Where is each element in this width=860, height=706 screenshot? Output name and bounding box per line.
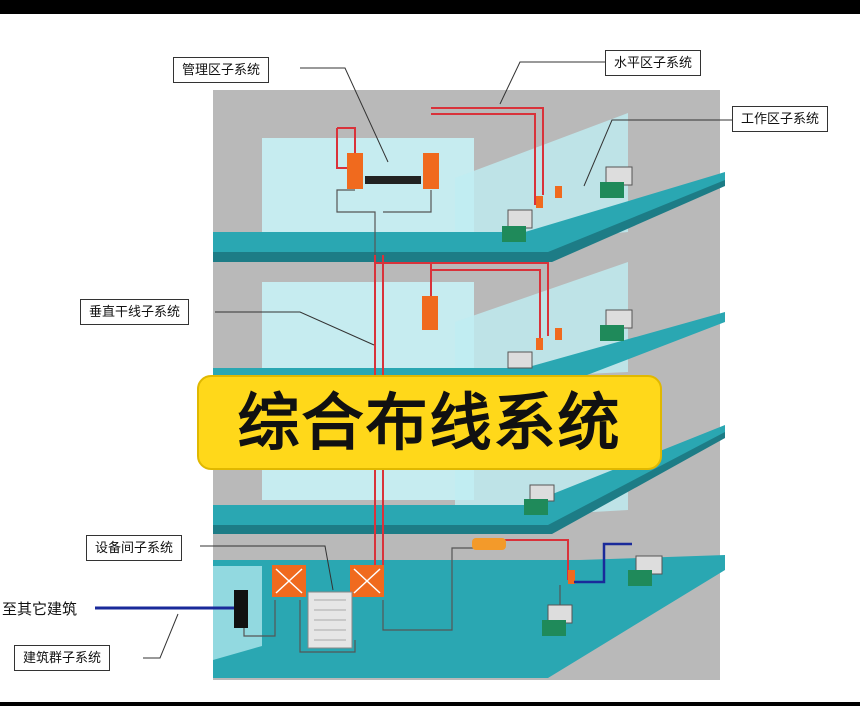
window-3 [262,282,474,368]
label-to-other-buildings: 至其它建筑 [2,600,78,618]
computer-icon [600,166,633,198]
computer-icon [600,309,633,341]
computer-icon [542,604,573,636]
callout-campus-subsystem: 建筑群子系统 [14,645,111,671]
callout-backbone-subsystem: 垂直干线子系统 [80,299,190,325]
floor-slab-3 [213,312,725,390]
floor-edge-top [213,180,725,262]
computer-icon [507,351,533,369]
switch-icon [365,176,421,184]
floor-edge-2 [213,432,725,534]
callout-management-subsystem: 管理区子系统 [173,57,270,83]
banner-title: 综合布线系统 [197,375,662,470]
wall-socket-icon [568,570,575,584]
work-area-cable [574,542,632,584]
wall-socket-icon [472,538,506,550]
wall-socket-icon [536,338,543,350]
floor-3 [213,262,725,390]
patch-panel-icon [347,153,363,189]
patch-panel-icon [423,153,439,189]
patch-panel-icon [422,296,438,330]
callout-leaders [143,61,732,659]
window-top [262,138,474,242]
floor-top [213,113,725,262]
wall-socket-icon [536,196,543,208]
callout-equipment-room-subsystem: 设备间子系统 [86,535,183,561]
server-rack-icon [307,591,353,649]
computer-icon [628,555,663,586]
window-2 [262,470,474,500]
patch-panel-icon [350,565,384,597]
callout-horizontal-subsystem: 水平区子系统 [605,50,702,76]
floor-2 [213,425,725,534]
wall-socket-icon [555,328,562,340]
computer-icon [502,209,533,242]
distribution-frame-icon [234,590,248,628]
computer-icon [524,484,555,515]
callout-work-area-subsystem: 工作区子系统 [732,106,829,132]
wall-socket-icon [555,186,562,198]
signal-cables [243,189,561,653]
patch-panel-icon [272,565,306,597]
bottom-border [0,702,860,706]
top-border [0,0,860,14]
glass-partition-3 [455,262,628,380]
